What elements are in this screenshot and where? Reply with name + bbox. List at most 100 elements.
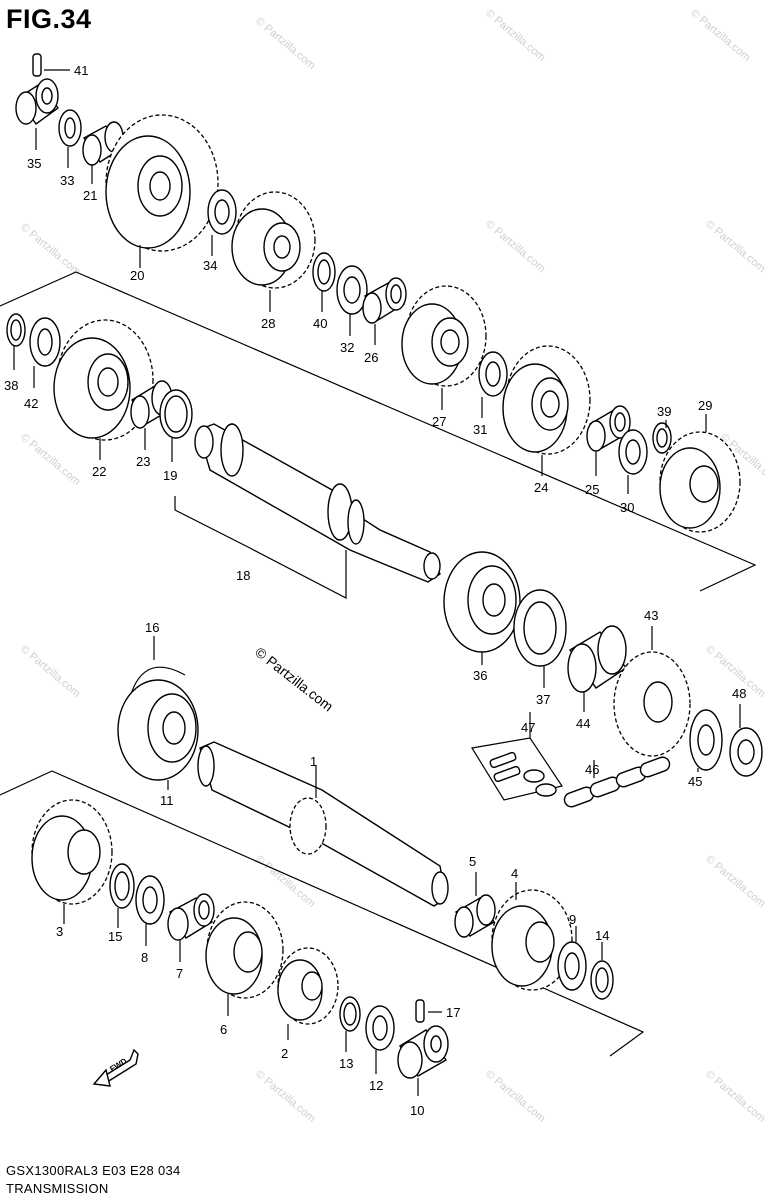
- part-42-washer: [29, 317, 61, 388]
- watermark: © Partzilla.com: [483, 7, 547, 64]
- part-number-44[interactable]: 44: [576, 716, 590, 731]
- part-2-gear: [277, 947, 339, 1040]
- watermark: © Partzilla.com: [483, 1068, 547, 1125]
- section-name: TRANSMISSION: [6, 1181, 109, 1196]
- part-number-27[interactable]: 27: [432, 414, 446, 429]
- part-10-bushing: [397, 1025, 449, 1096]
- part-41-pin: [32, 53, 70, 77]
- part-number-1[interactable]: 1: [310, 754, 317, 769]
- part-36-bearing: [443, 551, 521, 665]
- assembly-frames: [0, 271, 757, 1057]
- part-number-5[interactable]: 5: [469, 854, 476, 869]
- part-number-4[interactable]: 4: [511, 866, 518, 881]
- part-number-25[interactable]: 25: [585, 482, 599, 497]
- part-number-2[interactable]: 2: [281, 1046, 288, 1061]
- part-number-43[interactable]: 43: [644, 608, 658, 623]
- watermark: © Partzilla.com: [483, 218, 547, 275]
- driveshaft-frame: [0, 770, 645, 1057]
- part-number-36[interactable]: 36: [473, 668, 487, 683]
- part-number-20[interactable]: 20: [130, 268, 144, 283]
- model-code: GSX1300RAL3 E03 E28 034: [6, 1163, 181, 1178]
- copyright-label: © Partzilla.com: [252, 644, 336, 715]
- figure-title: FIG.34: [6, 4, 92, 34]
- part-number-14[interactable]: 14: [595, 928, 609, 943]
- part-44-spacer: [567, 625, 627, 712]
- watermark: © Partzilla.com: [18, 431, 82, 488]
- part-number-8[interactable]: 8: [141, 950, 148, 965]
- part-number-15[interactable]: 15: [108, 929, 122, 944]
- part-number-6[interactable]: 6: [220, 1022, 227, 1037]
- part-33-washer: [58, 109, 82, 168]
- part-number-34[interactable]: 34: [203, 258, 217, 273]
- part-number-17[interactable]: 17: [446, 1005, 460, 1020]
- countershaft-frame: [0, 271, 757, 592]
- part-39-circlip: [652, 420, 672, 454]
- part-11-bearing: [117, 679, 199, 790]
- part-number-13[interactable]: 13: [339, 1056, 353, 1071]
- part-number-39[interactable]: 39: [657, 404, 671, 419]
- part-15-circlip: [109, 863, 135, 928]
- part-19-ring: [159, 389, 193, 462]
- part-number-33[interactable]: 33: [60, 173, 74, 188]
- part-number-12[interactable]: 12: [369, 1078, 383, 1093]
- part-number-3[interactable]: 3: [56, 924, 63, 939]
- part-number-45[interactable]: 45: [688, 774, 702, 789]
- part-number-18[interactable]: 18: [236, 568, 250, 583]
- part-47-chain-joint: [471, 712, 563, 801]
- part-number-21[interactable]: 21: [83, 188, 97, 203]
- part-number-32[interactable]: 32: [340, 340, 354, 355]
- part-number-46[interactable]: 46: [585, 762, 599, 777]
- forward-arrow-icon: FWD: [92, 1048, 139, 1087]
- part-7-needle-bearing: [167, 893, 215, 962]
- part-number-41[interactable]: 41: [74, 63, 88, 78]
- part-number-35[interactable]: 35: [27, 156, 41, 171]
- part-number-31[interactable]: 31: [473, 422, 487, 437]
- watermark: © Partzilla.com: [703, 1068, 765, 1125]
- part-8-washer: [135, 875, 165, 946]
- part-24-gear: [502, 345, 591, 476]
- part-number-23[interactable]: 23: [136, 454, 150, 469]
- part-17-pin: [415, 999, 442, 1023]
- part-9-washer: [557, 926, 587, 991]
- watermark: © Partzilla.com: [253, 15, 317, 72]
- watermark: © Partzilla.com: [18, 643, 82, 700]
- watermark: © Partzilla.com: [253, 853, 317, 910]
- part-number-19[interactable]: 19: [163, 468, 177, 483]
- part-number-10[interactable]: 10: [410, 1103, 424, 1118]
- part-27-gear: [401, 285, 487, 410]
- part-4-gear: [491, 882, 573, 991]
- part-6-gear: [205, 901, 284, 1016]
- part-number-38[interactable]: 38: [4, 378, 18, 393]
- part-number-26[interactable]: 26: [364, 350, 378, 365]
- part-number-40[interactable]: 40: [313, 316, 327, 331]
- part-number-29[interactable]: 29: [698, 398, 712, 413]
- part-20-gear: [105, 114, 219, 268]
- part-3-gear: [31, 799, 113, 924]
- part-34-washer: [207, 189, 237, 256]
- part-32-washer: [336, 265, 368, 336]
- part-number-9[interactable]: 9: [569, 912, 576, 927]
- part-35-bushing: [15, 78, 59, 150]
- part-number-16[interactable]: 16: [145, 620, 159, 635]
- watermark: © Partzilla.com: [688, 7, 752, 64]
- part-28-gear: [231, 191, 316, 312]
- part-number-24[interactable]: 24: [534, 480, 548, 495]
- watermark: © Partzilla.com: [253, 1068, 317, 1125]
- part-number-7[interactable]: 7: [176, 966, 183, 981]
- part-number-11[interactable]: 11: [160, 793, 174, 808]
- part-48-nut: [729, 704, 763, 777]
- part-number-42[interactable]: 42: [24, 396, 38, 411]
- part-number-28[interactable]: 28: [261, 316, 275, 331]
- part-26-needle-bearing: [362, 277, 407, 345]
- part-13-circlip: [339, 996, 361, 1052]
- part-number-48[interactable]: 48: [732, 686, 746, 701]
- watermark: © Partzilla.com: [18, 221, 82, 278]
- part-number-37[interactable]: 37: [536, 692, 550, 707]
- part-22-gear: [53, 319, 154, 460]
- part-number-47[interactable]: 47: [521, 720, 535, 735]
- part-number-22[interactable]: 22: [92, 464, 106, 479]
- part-number-30[interactable]: 30: [620, 500, 634, 515]
